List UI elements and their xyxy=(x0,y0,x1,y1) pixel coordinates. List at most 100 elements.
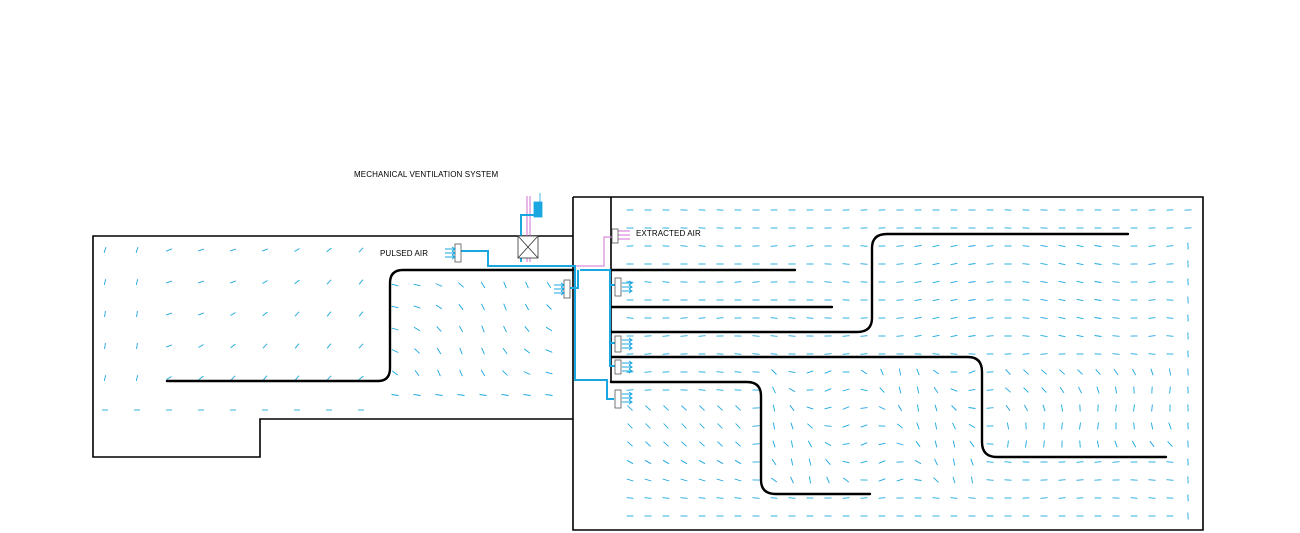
airflow-arrow-icon xyxy=(952,476,956,484)
airflow-arrow-icon xyxy=(1130,353,1138,355)
airflow-arrow-icon xyxy=(716,389,724,391)
airflow-arrow-icon xyxy=(1007,440,1009,448)
airflow-arrow-icon xyxy=(166,248,172,252)
airflow-arrow-icon xyxy=(1076,334,1084,338)
airflow-arrow-icon xyxy=(1076,479,1084,481)
airflow-arrow-icon xyxy=(824,406,832,410)
airflow-arrow-icon xyxy=(914,262,922,266)
airflow-arrow-icon xyxy=(457,394,465,396)
airflow-arrow-icon xyxy=(986,479,994,481)
airflow-arrow-icon xyxy=(435,283,443,287)
airflow-arrow-icon xyxy=(968,263,976,265)
airflow-arrow-icon xyxy=(459,347,463,355)
airflow-arrow-icon xyxy=(1166,461,1174,463)
airflow-arrow-icon xyxy=(842,477,850,483)
airflow-arrow-icon xyxy=(1040,334,1048,338)
airflow-arrow-icon xyxy=(136,310,138,318)
airflow-arrow-icon xyxy=(1148,263,1156,265)
airflow-arrow-icon xyxy=(878,442,886,446)
supply-diffuser-icon xyxy=(622,368,633,374)
airflow-arrow-icon xyxy=(916,386,920,394)
airflow-vector-field xyxy=(101,209,1192,520)
airflow-arrow-icon xyxy=(788,387,796,393)
airflow-arrow-icon xyxy=(788,497,796,499)
airflow-arrow-icon xyxy=(1094,281,1102,283)
airflow-arrow-icon xyxy=(230,375,236,381)
airflow-arrow-icon xyxy=(627,441,633,447)
airflow-arrow-icon xyxy=(326,343,332,349)
airflow-arrow-icon xyxy=(952,458,956,466)
airflow-arrow-icon xyxy=(698,335,706,337)
airflow-arrow-icon xyxy=(644,371,652,373)
airflow-arrow-icon xyxy=(294,311,300,317)
airflow-arrow-icon xyxy=(1148,353,1156,355)
airflow-arrow-icon xyxy=(546,304,552,310)
airflow-arrow-icon xyxy=(879,387,885,393)
airflow-arrow-icon xyxy=(1076,316,1084,320)
supply-diffuser-icon xyxy=(622,345,633,351)
airflow-arrow-icon xyxy=(1167,441,1173,447)
airflow-arrow-icon xyxy=(1094,299,1102,301)
airflow-arrow-icon xyxy=(752,335,760,337)
airflow-arrow-icon xyxy=(952,440,956,448)
airflow-arrow-icon xyxy=(806,406,814,410)
airflow-arrow-icon xyxy=(770,335,778,337)
airflow-arrow-icon xyxy=(1079,422,1081,430)
airflow-arrow-icon xyxy=(1022,281,1030,283)
airflow-arrow-icon xyxy=(896,335,904,337)
airflow-arrow-icon xyxy=(860,407,868,409)
supply-diffuser-icon xyxy=(554,286,565,292)
supply-diffuser-room-1 xyxy=(614,277,622,297)
airflow-arrow-icon xyxy=(986,281,994,283)
airflow-arrow-icon xyxy=(294,343,300,349)
airflow-arrow-icon xyxy=(734,353,742,355)
airflow-arrow-icon xyxy=(824,353,832,355)
airflow-arrow-icon xyxy=(1022,317,1030,319)
airflow-arrow-icon xyxy=(878,460,886,464)
airflow-arrow-icon xyxy=(968,497,976,499)
pulsed-air-label: PULSED AIR xyxy=(380,249,429,258)
supply-diffuser-room-2 xyxy=(614,335,622,353)
airflow-arrow-icon xyxy=(459,369,463,377)
airflow-arrow-icon xyxy=(1148,299,1156,301)
airflow-arrow-icon xyxy=(627,423,633,429)
airflow-arrow-icon xyxy=(932,262,940,266)
airflow-arrow-icon xyxy=(1094,245,1102,247)
airflow-arrow-icon xyxy=(458,282,464,288)
airflow-arrow-icon xyxy=(734,478,742,482)
supply-diffuser-icon xyxy=(445,254,456,260)
airflow-arrow-icon xyxy=(1150,422,1154,430)
airflow-arrow-icon xyxy=(807,440,813,448)
airflow-arrow-icon xyxy=(896,478,904,482)
airflow-arrow-icon xyxy=(391,349,399,353)
airflow-arrow-icon xyxy=(413,394,421,396)
airflow-arrow-icon xyxy=(198,344,204,348)
airflow-arrow-icon xyxy=(898,368,902,376)
airflow-arrow-icon xyxy=(914,244,922,248)
supply-diffuser-icon xyxy=(622,360,633,366)
extract-horizontal-duct xyxy=(490,236,618,267)
airflow-arrow-icon xyxy=(950,298,958,302)
airflow-arrow-icon xyxy=(413,305,421,309)
airflow-arrow-icon xyxy=(1058,497,1066,499)
airflow-arrow-icon xyxy=(262,343,268,349)
airflow-arrow-icon xyxy=(626,317,634,319)
airflow-arrow-icon xyxy=(294,375,300,381)
airflow-arrow-icon xyxy=(1114,440,1118,448)
supply-diffuser-icon xyxy=(445,250,456,256)
supply-diffuser-icon xyxy=(445,246,456,252)
airflow-arrow-icon xyxy=(699,441,705,447)
airflow-arrow-icon xyxy=(165,280,173,284)
airflow-arrow-icon xyxy=(166,344,172,348)
airflow-arrow-icon xyxy=(770,477,778,483)
airflow-arrow-icon xyxy=(645,441,651,447)
airflow-arrow-icon xyxy=(1148,281,1156,283)
airflow-arrow-icon xyxy=(1130,497,1138,499)
airflow-arrow-icon xyxy=(326,375,332,381)
airflow-arrow-icon xyxy=(103,278,107,286)
airflow-arrow-icon xyxy=(986,263,994,265)
airflow-arrow-icon xyxy=(545,394,553,396)
airflow-arrow-icon xyxy=(1095,369,1101,375)
airflow-arrow-icon xyxy=(1043,440,1045,448)
airflow-arrow-icon xyxy=(626,478,634,482)
